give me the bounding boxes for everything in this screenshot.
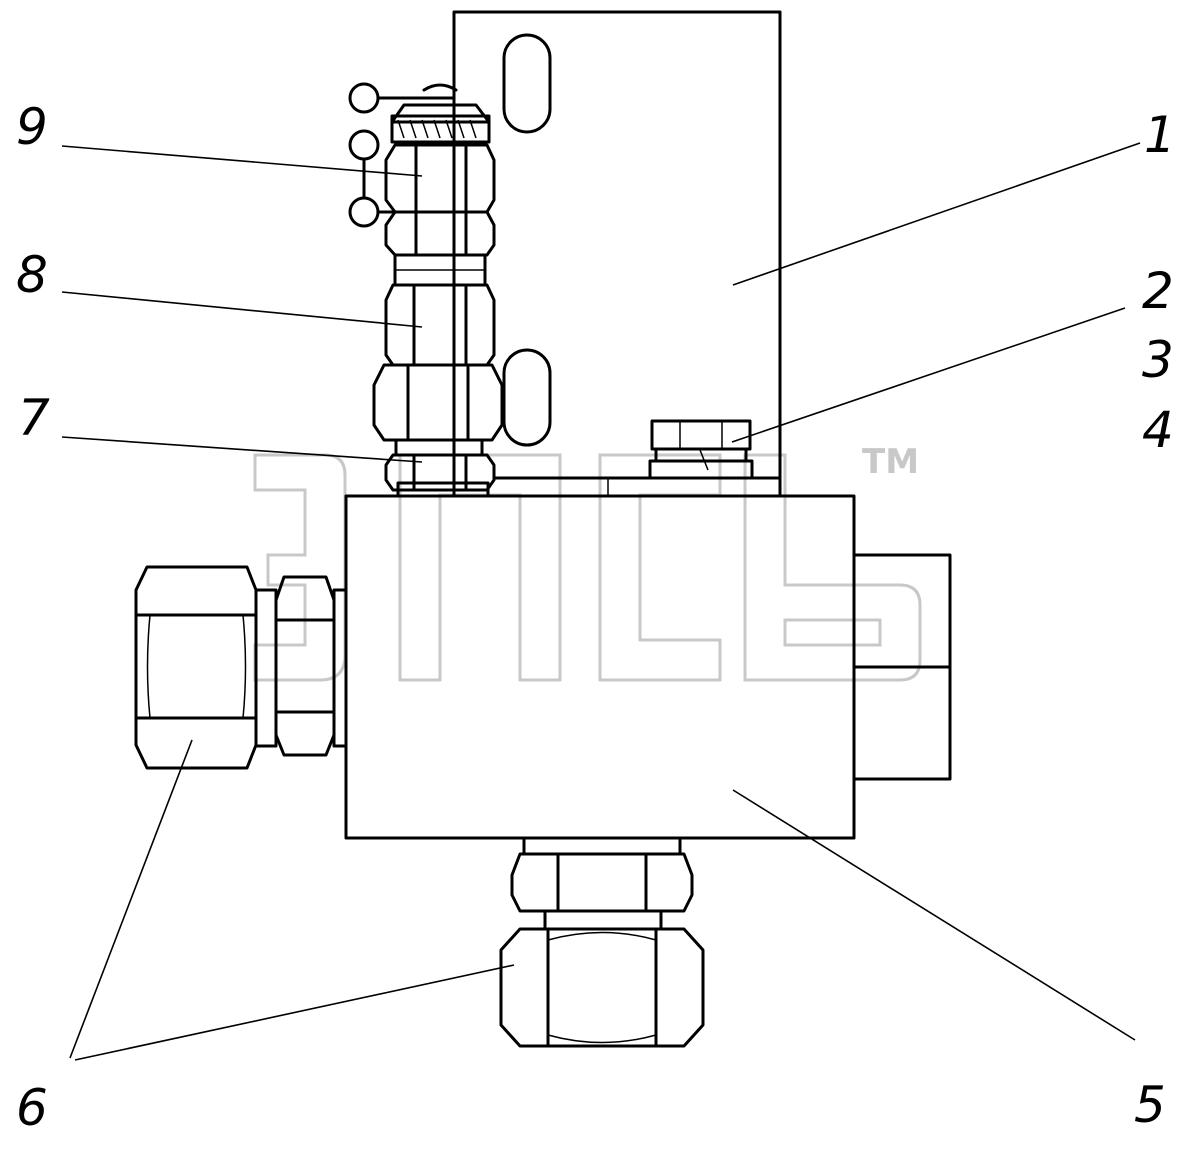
leader-8	[61, 291, 423, 328]
leader-2	[731, 307, 1126, 443]
part-7-9-fitting-stack	[348, 82, 504, 498]
callout-8: 8	[16, 246, 48, 304]
callout-3: 3	[1142, 331, 1174, 389]
callout-7: 7	[18, 389, 50, 447]
callout-5: 5	[1134, 1076, 1166, 1134]
part-2-4-bolt	[648, 419, 754, 480]
callout-2: 2	[1142, 262, 1174, 320]
leader-lines	[61, 142, 1141, 1061]
watermark-trademark: TM	[862, 442, 919, 482]
leader-9	[61, 145, 423, 177]
leader-6b	[74, 964, 515, 1061]
callout-1: 1	[1144, 106, 1176, 164]
leader-1	[732, 142, 1141, 286]
callout-9: 9	[16, 98, 48, 156]
callout-4: 4	[1142, 401, 1174, 459]
callout-6: 6	[16, 1079, 48, 1137]
leader-5	[732, 789, 1136, 1041]
leader-7	[61, 436, 423, 463]
leader-6a	[69, 739, 193, 1059]
part-6-left-fitting	[134, 565, 348, 770]
callout-labels: 1 2 3 4 5 6 7 8 9	[16, 98, 1176, 1137]
part-5-valve-body	[344, 494, 952, 840]
part-6-bottom-fitting	[499, 836, 705, 1048]
